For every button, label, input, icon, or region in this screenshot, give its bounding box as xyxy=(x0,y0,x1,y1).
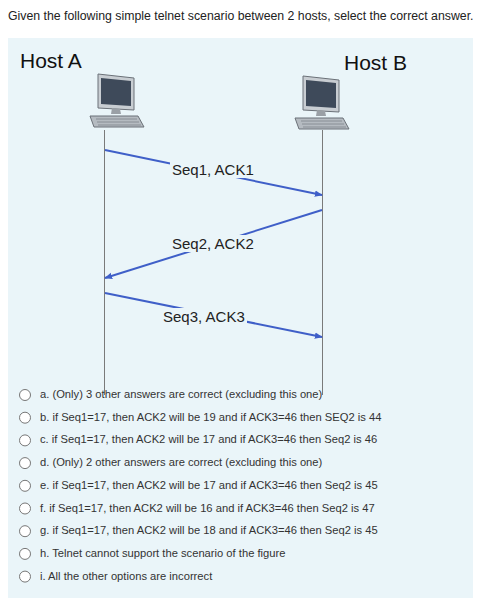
host-label: Host A xyxy=(20,49,82,73)
answer-option: d. (Only) 2 other answers are correct (e… xyxy=(40,456,322,468)
message-label: Seq2, ACK2 xyxy=(170,235,256,252)
message-arrow xyxy=(105,150,322,195)
answer-option: f. if Seq1=17, then ACK2 will be 16 and … xyxy=(40,502,375,514)
host-timeline: Host B xyxy=(322,130,467,395)
message-label: Seq3, ACK3 xyxy=(161,308,247,325)
answer-option: g. if Seq1=17, then ACK2 will be 18 and … xyxy=(40,524,378,536)
answer-option: e. if Seq1=17, then ACK2 will be 17 and … xyxy=(40,479,378,491)
message-label: Seq1, ACK1 xyxy=(170,161,256,178)
answer-option: i. All the other options are incorrect xyxy=(40,570,212,582)
host-timeline: Host A xyxy=(15,130,105,395)
radio-buttons xyxy=(20,390,31,583)
answer-option: b. if Seq1=17, then ACK2 will be 19 and … xyxy=(40,411,381,423)
answer-option: c. if Seq1=17, then ACK2 will be 17 and … xyxy=(40,433,377,445)
question-title: Given the following simple telnet scenar… xyxy=(8,9,478,23)
answer-option: a. (Only) 3 other answers are correct (e… xyxy=(40,388,322,400)
host-label: Host B xyxy=(344,51,407,75)
message-arrow xyxy=(105,210,322,278)
computer-icon xyxy=(90,74,144,127)
answer-option: h. Telnet cannot support the scenario of… xyxy=(40,547,285,559)
message-arrow xyxy=(105,293,322,337)
computer-icon xyxy=(295,76,349,129)
